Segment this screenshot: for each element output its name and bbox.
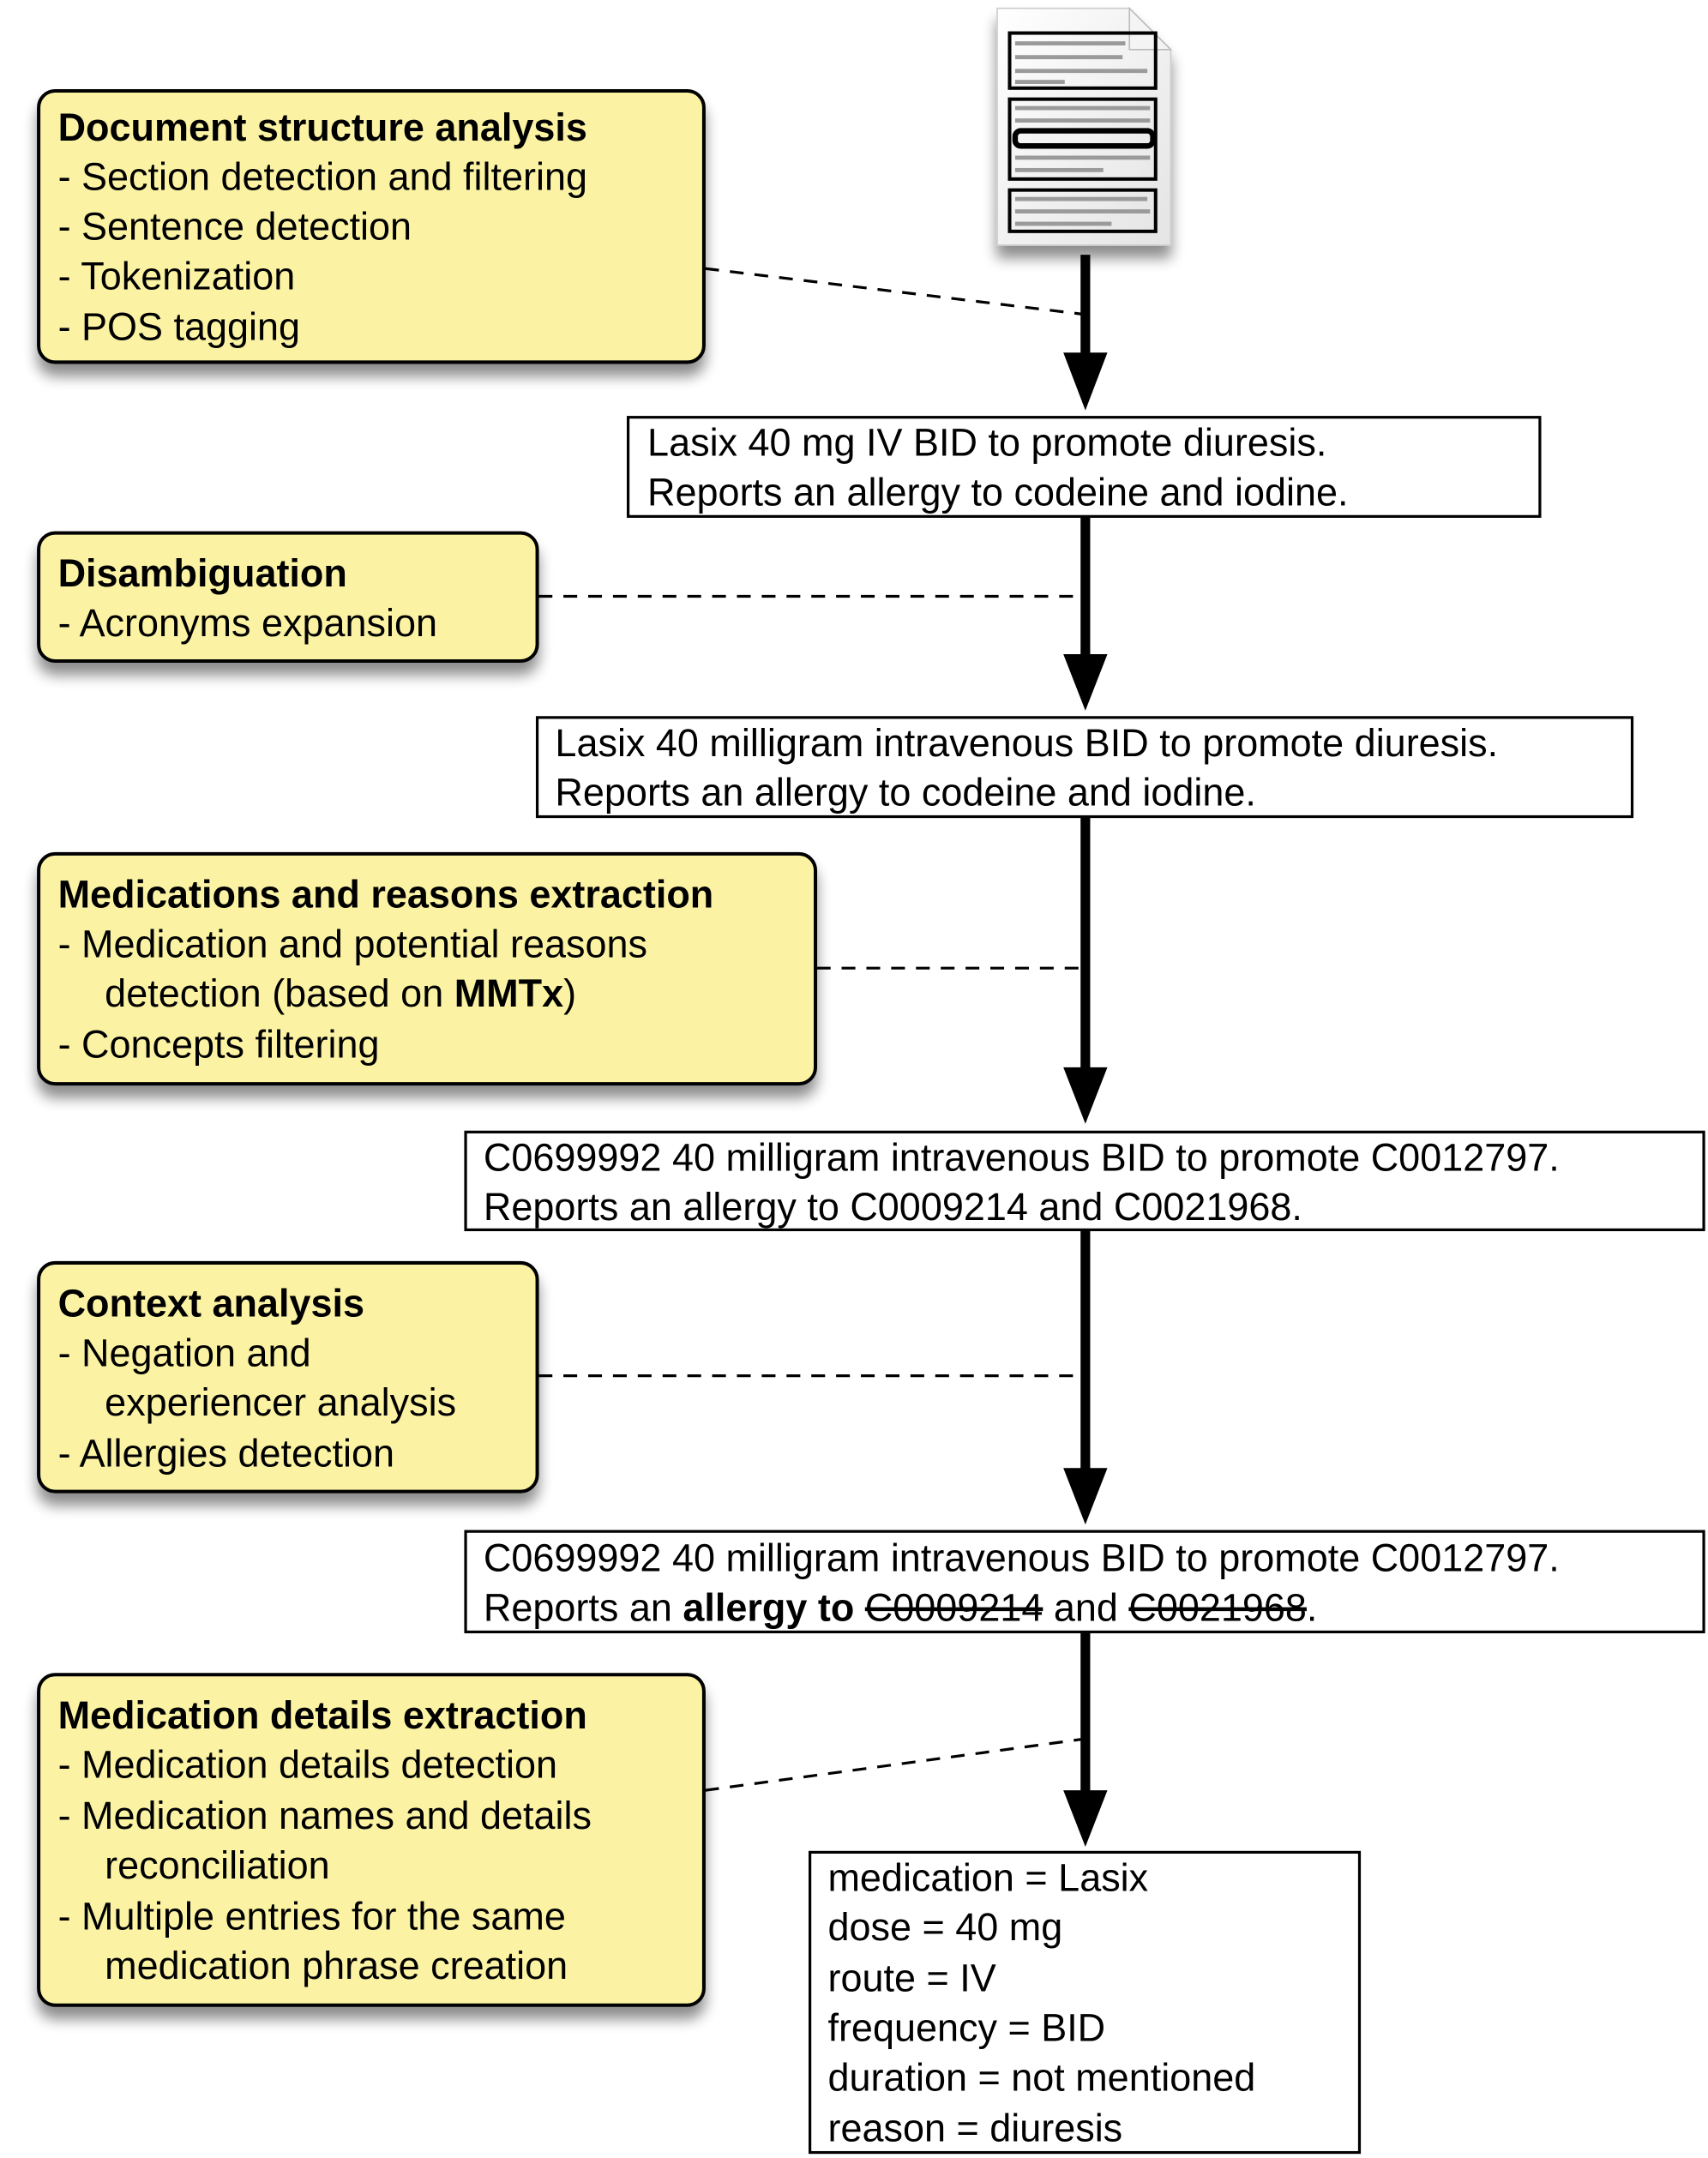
stage-item: - Sentence detection — [58, 204, 412, 248]
flow-arrows — [1063, 255, 1108, 1847]
arrowhead — [1063, 653, 1108, 711]
stage-item: - Tokenization — [58, 254, 296, 298]
stage-item: detection (based on MMTx) — [105, 971, 576, 1015]
output-field: dose = 40 mg — [827, 1905, 1062, 1949]
output-line: Reports an allergy to C0009214 and C0021… — [484, 1586, 1318, 1630]
stage-item: - Multiple entries for the same — [58, 1894, 566, 1938]
dashed-connectors — [538, 267, 1082, 1792]
stage-item: reconciliation — [105, 1843, 329, 1887]
output-field: route = IV — [827, 1957, 995, 2000]
output-line: Reports an allergy to codeine and iodine… — [647, 470, 1348, 514]
output-expanded-text: Lasix 40 milligram intravenous BID to pr… — [535, 716, 1634, 819]
stage-item: medication phrase creation — [105, 1944, 568, 1987]
output-field: medication = Lasix — [827, 1855, 1148, 1899]
stage-item: - Medication names and details — [58, 1794, 592, 1837]
stage-item: - Allergies detection — [58, 1432, 394, 1476]
output-concepts-text: C0699992 40 milligram intravenous BID to… — [464, 1130, 1705, 1231]
arrowhead — [1063, 1067, 1108, 1124]
document-text-lines — [1014, 41, 1151, 226]
stage-context-analysis: Context analysis - Negation and experien… — [37, 1260, 539, 1494]
stage-disambiguation: Disambiguation - Acronyms expansion — [37, 531, 539, 664]
output-line: Reports an allergy to codeine and iodine… — [555, 771, 1255, 815]
output-line: Reports an allergy to C0009214 and C0021… — [484, 1185, 1302, 1229]
stage-title: Medication details extraction — [58, 1693, 587, 1737]
stage-medication-details: Medication details extraction - Medicati… — [37, 1673, 706, 2007]
stage-item: - POS tagging — [58, 305, 300, 349]
connector — [705, 1738, 1082, 1792]
stage-title: Disambiguation — [58, 551, 347, 595]
output-line: Lasix 40 milligram intravenous BID to pr… — [555, 721, 1498, 765]
connector — [705, 267, 1082, 316]
arrowhead — [1063, 352, 1108, 411]
stage-item: - Section detection and filtering — [58, 155, 587, 199]
output-field: duration = not mentioned — [827, 2055, 1255, 2099]
negated-concept: C0009214 — [865, 1586, 1043, 1630]
stage-medications-reasons: Medications and reasons extraction - Med… — [37, 851, 818, 1086]
output-field: frequency = BID — [827, 2005, 1105, 2049]
stage-title: Medications and reasons extraction — [58, 873, 714, 917]
stage-item: - Medication and potential reasons — [58, 922, 647, 965]
stage-title: Context analysis — [58, 1282, 364, 1325]
output-medication-entry: medication = Lasix dose = 40 mg route = … — [808, 1850, 1362, 2155]
stage-item: - Medication details detection — [58, 1743, 557, 1787]
stage-document-structure: Document structure analysis - Section de… — [37, 89, 706, 364]
output-line: C0699992 40 milligram intravenous BID to… — [484, 1536, 1560, 1580]
arrowhead — [1063, 1468, 1108, 1525]
stage-item: - Negation and — [58, 1331, 311, 1374]
output-line: C0699992 40 milligram intravenous BID to… — [484, 1135, 1560, 1179]
output-field: reason = diuresis — [827, 2107, 1122, 2150]
stage-item: - Concepts filtering — [58, 1023, 380, 1067]
stage-title: Document structure analysis — [58, 105, 587, 149]
arrowhead — [1063, 1790, 1108, 1847]
negated-concept: C0021968 — [1128, 1586, 1307, 1630]
stage-item: - Acronyms expansion — [58, 601, 437, 645]
document-icon — [996, 6, 1173, 246]
output-context-text: C0699992 40 milligram intravenous BID to… — [464, 1530, 1705, 1634]
output-raw-text: Lasix 40 mg IV BID to promote diuresis. … — [626, 416, 1542, 518]
stage-item: experiencer analysis — [105, 1380, 456, 1424]
output-line: Lasix 40 mg IV BID to promote diuresis. — [647, 421, 1326, 465]
